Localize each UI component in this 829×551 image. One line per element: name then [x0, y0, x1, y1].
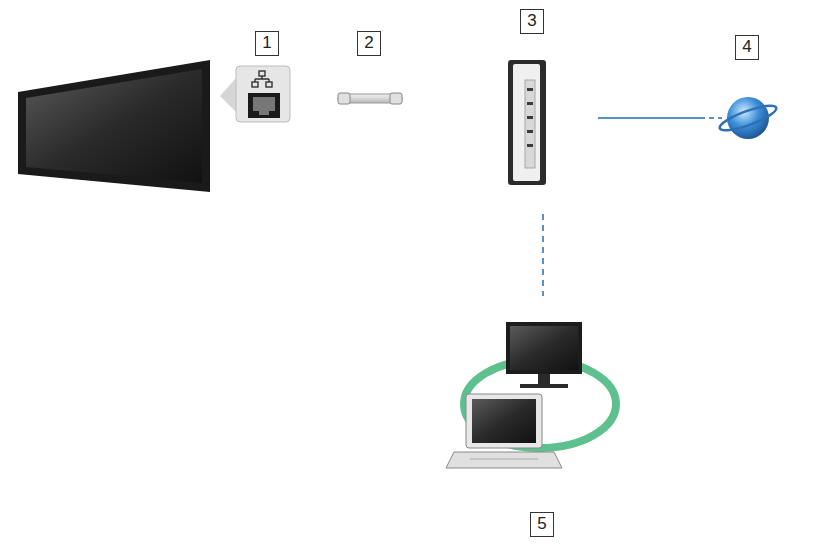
callout-number: 4: [735, 35, 759, 60]
lan-cable-icon: [338, 93, 402, 104]
internet-line: [598, 117, 722, 119]
callout-number: 5: [530, 512, 554, 537]
callout-number: 3: [520, 9, 544, 34]
lan-port-icon: [236, 66, 290, 122]
internet-globe: [717, 97, 778, 139]
tv-illustration: [18, 60, 210, 192]
router-icon: [508, 60, 546, 185]
callout-number: 1: [255, 31, 279, 56]
callout-wedge: [220, 78, 236, 112]
home-network-line: [542, 214, 544, 296]
callout-number: 2: [357, 31, 381, 56]
home-network-devices: [446, 322, 616, 468]
